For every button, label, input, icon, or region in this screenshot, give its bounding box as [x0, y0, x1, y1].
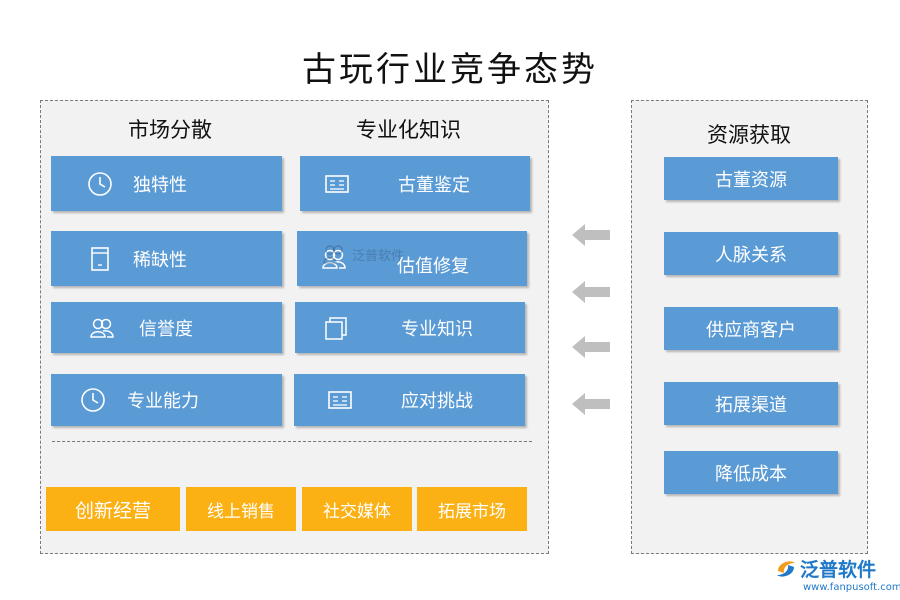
- clock-icon: [87, 171, 113, 197]
- knowledge-item-expertise: 专业知识: [295, 302, 525, 353]
- market-item-uniqueness: 独特性: [51, 156, 282, 211]
- watermark-text: 泛普软件: [352, 248, 405, 264]
- knowledge-item-label: 估值修复: [397, 256, 469, 277]
- clock-icon: [80, 387, 106, 413]
- logo-url: www.fanpusoft.com: [803, 582, 900, 593]
- bottom-item-expand-market: 拓展市场: [417, 487, 527, 531]
- market-item-professional-ability: 专业能力: [51, 374, 282, 426]
- left-arrow-icon: [572, 393, 610, 415]
- divider: [52, 441, 532, 442]
- resource-item-suppliers: 供应商客户: [664, 307, 838, 350]
- knowledge-item-label: 古董鉴定: [398, 174, 470, 196]
- heading-resource-acquisition: 资源获取: [707, 123, 791, 147]
- logo-icon: [777, 561, 795, 577]
- pages-icon: [323, 315, 349, 341]
- ledger-icon: [324, 171, 350, 197]
- resource-item-network: 人脉关系: [664, 232, 838, 275]
- market-item-label: 稀缺性: [133, 249, 187, 271]
- people-icon: [323, 245, 343, 264]
- left-arrow-icon: [572, 281, 610, 303]
- knowledge-item-label: 专业知识: [401, 318, 473, 340]
- knowledge-item-challenges: 应对挑战: [294, 374, 525, 426]
- people-icon: [321, 246, 347, 272]
- market-item-label: 独特性: [133, 174, 187, 196]
- market-item-reputation: 信誉度: [51, 302, 282, 353]
- knowledge-item-appraisal: 古董鉴定: [300, 156, 530, 211]
- bottom-item-innovative-operation: 创新经营: [46, 487, 180, 531]
- heading-market: 市场分散: [128, 118, 212, 142]
- market-item-label: 专业能力: [127, 391, 199, 412]
- watermark: 泛普软件: [322, 243, 404, 265]
- page-title: 古玩行业竞争态势: [302, 50, 598, 90]
- left-arrow-icon: [572, 336, 610, 358]
- people-icon: [89, 315, 115, 341]
- market-item-scarcity: 稀缺性: [51, 231, 282, 286]
- ledger-icon: [327, 387, 353, 413]
- logo-brand: 泛普软件: [800, 559, 877, 581]
- resource-item-reduce-cost: 降低成本: [664, 451, 838, 494]
- market-item-label: 信誉度: [139, 318, 193, 340]
- left-arrow-icon: [572, 224, 610, 246]
- resource-item-antiques: 古董资源: [664, 157, 838, 200]
- knowledge-item-label: 应对挑战: [401, 391, 473, 412]
- heading-knowledge: 专业化知识: [356, 118, 461, 142]
- resource-item-channels: 拓展渠道: [664, 382, 838, 425]
- document-icon: [87, 246, 113, 272]
- bottom-item-online-sales: 线上销售: [186, 487, 296, 531]
- bottom-item-social-media: 社交媒体: [302, 487, 412, 531]
- knowledge-item-valuation-repair: 估值修复: [297, 231, 527, 286]
- brand-logo: 泛普软件 www.fanpusoft.com: [770, 555, 900, 600]
